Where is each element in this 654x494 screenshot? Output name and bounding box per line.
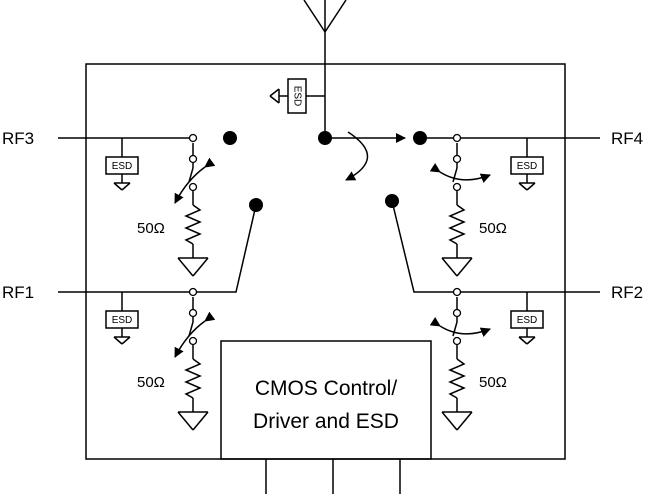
rf3-esd-clamp xyxy=(105,138,139,191)
rf1-line xyxy=(58,204,257,293)
rf4-esd-clamp xyxy=(510,138,544,191)
esd-label-rf2: ESD xyxy=(517,315,538,326)
rf2-label: RF2 xyxy=(611,283,643,302)
resistor-label-rf1: 50Ω xyxy=(137,374,165,391)
esd-label-rf1: ESD xyxy=(112,315,133,326)
control-pins xyxy=(265,459,401,494)
rf2-esd-clamp xyxy=(510,292,544,345)
control-block-line2: Driver and ESD xyxy=(253,410,399,433)
rf4-label: RF4 xyxy=(611,129,643,148)
rf1-shunt-branch xyxy=(174,297,216,431)
rf1-label: RF1 xyxy=(2,283,34,302)
control-block-line1: CMOS Control/ xyxy=(255,377,398,400)
rf2-line xyxy=(391,200,600,293)
control-block xyxy=(220,340,432,460)
esd-label-antenna: ESD xyxy=(291,86,302,107)
resistor-label-rf2: 50Ω xyxy=(479,374,507,391)
esd-label-rf3: ESD xyxy=(112,161,133,172)
esd-label-rf4: ESD xyxy=(517,161,538,172)
antenna-icon xyxy=(303,0,347,135)
resistor-label-rf3: 50Ω xyxy=(137,220,165,237)
resistor-label-rf4: 50Ω xyxy=(479,220,507,237)
rf2-shunt-branch xyxy=(429,297,491,431)
antenna-esd-clamp xyxy=(269,78,325,114)
throw-contacts xyxy=(223,131,427,212)
rf3-label: RF3 xyxy=(2,129,34,148)
rf4-shunt-branch xyxy=(429,143,491,277)
rotation-arrow xyxy=(345,131,369,181)
shunt-switch-contacts xyxy=(188,133,462,346)
rf1-esd-clamp xyxy=(105,292,139,345)
rf3-shunt-branch xyxy=(174,143,216,277)
